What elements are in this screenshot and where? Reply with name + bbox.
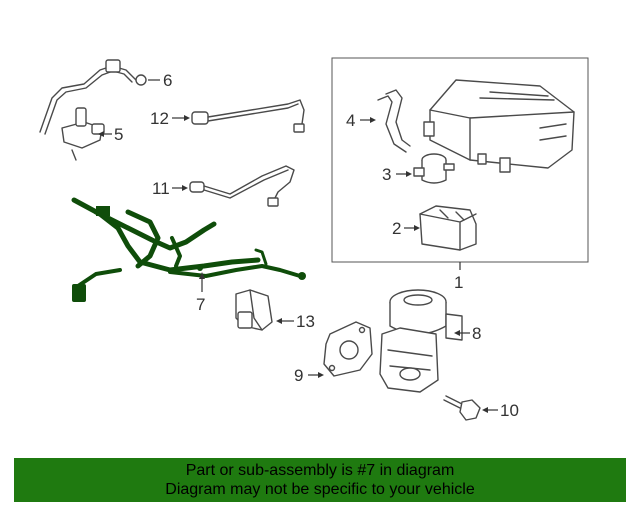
part-7-hose-assembly [71,197,306,302]
svg-text:13: 13 [296,312,315,331]
callout-5: 5 [98,125,123,144]
callout-12: 12 [150,109,190,128]
svg-text:1: 1 [454,273,463,292]
callout-6: 6 [148,71,172,90]
callout-11: 11 [152,179,188,198]
svg-text:10: 10 [500,401,519,420]
svg-text:2: 2 [392,219,401,238]
part-3-valve [413,153,455,184]
part-2-bracket [419,205,477,251]
svg-text:3: 3 [382,165,391,184]
footer-line-1: Part or sub-assembly is #7 in diagram [185,462,455,479]
svg-text:6: 6 [163,71,172,90]
callout-9: 9 [294,366,324,385]
part-13-sensor [235,289,273,331]
callout-10: 10 [482,401,519,420]
part-9-gasket [323,321,373,377]
callout-4: 4 [346,111,376,130]
callout-3: 3 [382,165,412,184]
parts-diagram: 6 5 12 11 [39,57,589,421]
part-5-fitting [61,107,105,161]
part-canister [423,79,575,173]
callout-13: 13 [276,312,315,331]
part-11-line [189,165,295,207]
footer-banner: Part or sub-assembly is #7 in diagram Di… [14,458,626,502]
part-6-tube [39,59,147,135]
svg-text:5: 5 [114,125,123,144]
svg-text:4: 4 [346,111,355,130]
part-10-bolt [443,395,481,421]
part-12-line [191,99,305,133]
svg-text:8: 8 [472,324,481,343]
callout-2: 2 [392,219,420,238]
svg-text:12: 12 [150,109,169,128]
svg-text:11: 11 [152,179,170,198]
callout-8: 8 [454,324,481,343]
footer-line-2: Diagram may not be specific to your vehi… [165,481,475,498]
part-4-hose [377,89,411,153]
callout-7: 7 [196,272,205,314]
svg-text:7: 7 [196,295,205,314]
part-8-egr-valve [379,289,463,393]
svg-text:9: 9 [294,366,303,385]
part-1-canister-assembly-frame: 1 [331,57,589,292]
